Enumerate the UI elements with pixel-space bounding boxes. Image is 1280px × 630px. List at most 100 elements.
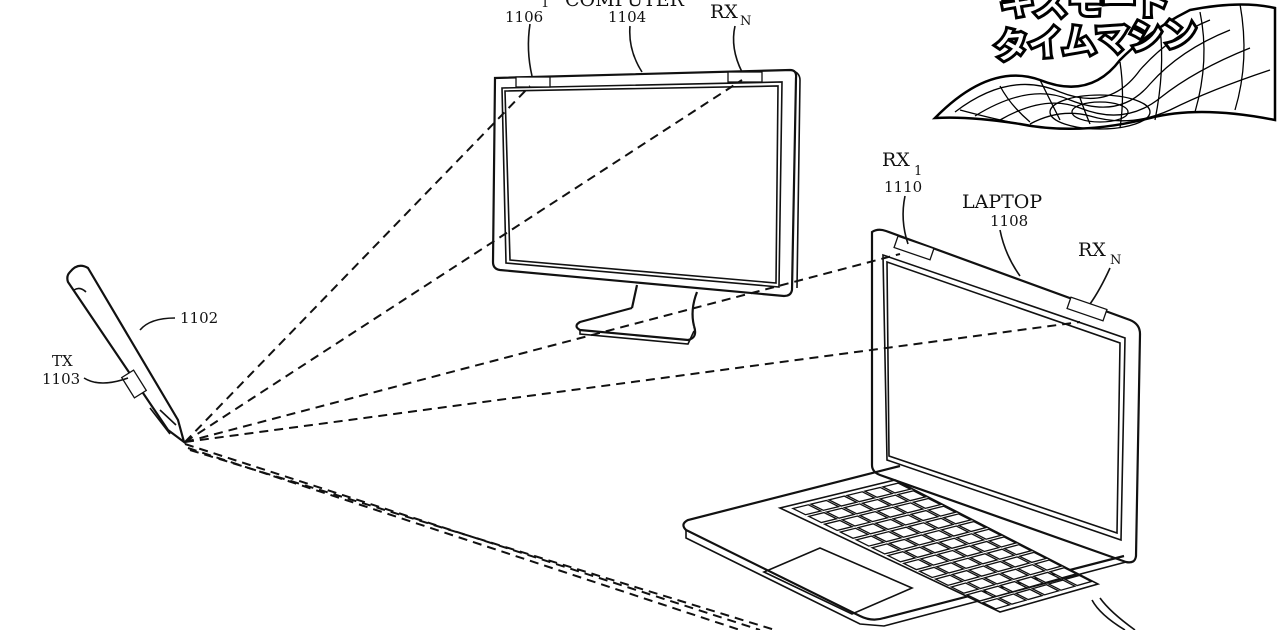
rx1-computer-ref: 1106 xyxy=(505,8,543,26)
keyboard-key xyxy=(791,504,823,516)
keyboard-key xyxy=(901,558,933,571)
signal-to-laptop-rx1 xyxy=(184,253,901,443)
rxn-laptop-subscript: N xyxy=(1110,253,1121,268)
rxn-laptop-label: RX xyxy=(1078,239,1106,261)
keyboard-key xyxy=(858,510,890,523)
leader-lines xyxy=(83,23,1111,384)
keyboard-key xyxy=(965,590,996,602)
keyboard-key xyxy=(906,522,938,534)
rx1-laptop-subscript: 1 xyxy=(914,164,922,179)
laptop-ref: 1108 xyxy=(990,212,1028,230)
keyboard-key xyxy=(863,486,895,498)
signal-lower-2 xyxy=(187,447,741,630)
keyboard-key xyxy=(939,525,971,537)
keyboard-key xyxy=(860,498,892,511)
keyboard-key xyxy=(953,545,984,557)
keyboard-key xyxy=(984,560,1015,573)
rxn-computer-subscript: N xyxy=(740,14,751,29)
keyboard-key xyxy=(998,580,1029,593)
keyboard-key xyxy=(1016,563,1047,576)
keyboard-key xyxy=(941,513,973,525)
signal-lower-1 xyxy=(184,443,761,630)
keyboard-key xyxy=(893,502,925,514)
keyboard-key xyxy=(871,530,903,543)
keyboard-key xyxy=(951,557,983,570)
keyboard-key xyxy=(919,554,950,566)
keyboard-key xyxy=(911,497,943,510)
keyboard xyxy=(791,482,1094,610)
desktop-computer xyxy=(491,68,801,345)
keyboard-key xyxy=(981,585,1013,598)
laptop-receiver-rxn xyxy=(1066,296,1108,322)
labels: 1 1106 COMPUTER 1104 RX N RX 1 1110 LAPT… xyxy=(42,0,1121,388)
keyboard-key xyxy=(878,494,910,506)
keyboard-key xyxy=(903,546,935,558)
keyboard-key xyxy=(891,514,923,526)
computer-title: COMPUTER xyxy=(565,0,685,11)
keyboard-key xyxy=(955,533,986,545)
keyboard-key xyxy=(870,543,902,555)
keyboard-key xyxy=(889,526,921,538)
keyboard-key xyxy=(854,535,886,547)
keyboard-key xyxy=(845,491,877,503)
keyboard-key xyxy=(886,551,917,563)
keyboard-key xyxy=(950,569,981,582)
keyboard-key xyxy=(1048,567,1078,579)
keyboard-key xyxy=(1030,584,1061,596)
keyboard-key xyxy=(827,495,859,507)
keyboard-key xyxy=(909,509,940,522)
keyboard-key xyxy=(875,506,907,518)
keyboard-key xyxy=(1001,556,1032,568)
keyboard-key xyxy=(982,573,1014,585)
keyboard-key xyxy=(924,517,956,529)
keyboard-key xyxy=(840,515,872,527)
keyboard-key xyxy=(887,538,919,551)
keyboard-key xyxy=(933,574,965,587)
keyboard-key xyxy=(985,548,1016,560)
keyboard-key xyxy=(926,505,958,517)
laptop xyxy=(682,228,1142,630)
signal-lines xyxy=(184,79,1081,630)
keyboard-key xyxy=(806,511,839,524)
keyboard-key xyxy=(1017,551,1048,564)
tx-label: TX xyxy=(52,352,73,370)
keyboard-key xyxy=(997,593,1028,605)
keyboard-key xyxy=(968,553,999,565)
keyboard-key xyxy=(917,566,949,579)
keyboard-key xyxy=(1063,574,1094,587)
keyboard-key xyxy=(1002,543,1033,556)
keyboard-key xyxy=(824,507,857,519)
keyboard-key xyxy=(957,520,988,533)
keyboard-key xyxy=(881,482,913,494)
signal-to-laptop-rxn xyxy=(184,321,1081,443)
keyboard-key xyxy=(904,534,936,546)
keyboard-key xyxy=(842,503,874,515)
stylus-ref: 1102 xyxy=(180,309,218,327)
keyboard-key xyxy=(970,540,1001,553)
tx-ref: 1103 xyxy=(42,370,80,388)
keyboard-key xyxy=(822,519,855,532)
keyboard-key xyxy=(936,549,967,562)
keyboard-key xyxy=(809,499,841,512)
laptop-receiver-rx1 xyxy=(893,235,935,261)
time-machine-logo: キズモード タイムマシン xyxy=(931,0,1277,131)
keyboard-key xyxy=(937,537,969,549)
keyboard-key xyxy=(1033,559,1063,571)
keyboard-key xyxy=(873,518,905,531)
keyboard-key xyxy=(949,582,980,594)
keyboard-key xyxy=(896,490,928,502)
keyboard-key xyxy=(856,523,888,535)
keyboard-key xyxy=(1015,576,1046,588)
rxn-computer-label: RX xyxy=(710,1,738,23)
keyboard-key xyxy=(966,577,997,590)
keyboard-key xyxy=(838,527,870,539)
signal-to-computer-rx1 xyxy=(184,85,531,443)
keyboard-key xyxy=(934,562,966,574)
keyboard-key xyxy=(1014,588,1044,601)
rx1-laptop-label: RX xyxy=(882,149,910,171)
stylus-transmitter xyxy=(120,369,148,399)
keyboard-key xyxy=(920,542,952,554)
stylus xyxy=(66,264,186,445)
keyboard-key xyxy=(1031,571,1062,584)
